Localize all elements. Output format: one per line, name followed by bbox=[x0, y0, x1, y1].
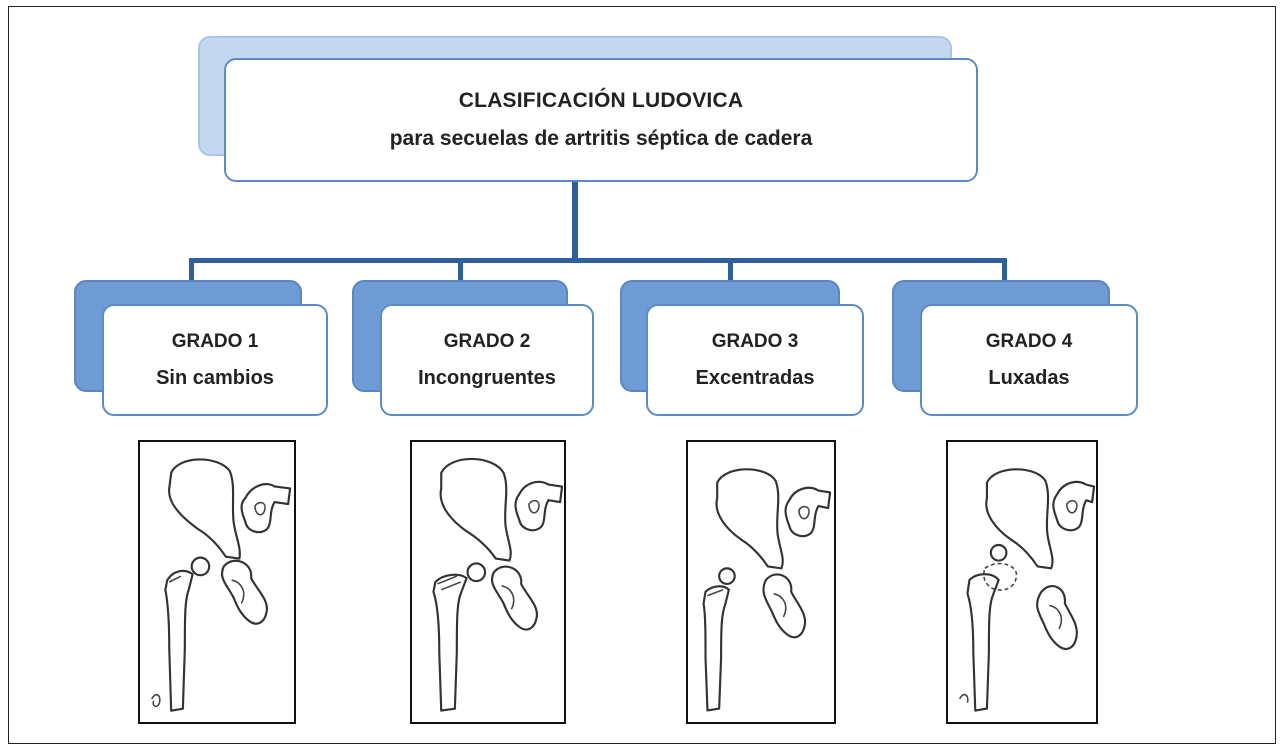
grade-4-description: Luxadas bbox=[988, 366, 1070, 389]
grade-1-hip-illustration bbox=[138, 440, 296, 724]
diagram-subtitle: para secuelas de artritis séptica de cad… bbox=[389, 127, 813, 150]
grade-4-box: GRADO 4 Luxadas bbox=[920, 304, 1138, 416]
grade-3-label: GRADO 3 bbox=[711, 330, 799, 352]
grade-2-box: GRADO 2 Incongruentes bbox=[380, 304, 594, 416]
grade-4-label: GRADO 4 bbox=[985, 330, 1073, 352]
hip-drawing-grade-2 bbox=[432, 457, 564, 712]
connector-grade-3 bbox=[728, 258, 733, 282]
hip-drawing-grade-1 bbox=[150, 458, 292, 712]
grade-2-label: GRADO 2 bbox=[443, 330, 531, 352]
connector-grade-2 bbox=[458, 258, 463, 282]
grade-4-hip-illustration bbox=[946, 440, 1098, 724]
grade-3-box: GRADO 3 Excentradas bbox=[646, 304, 864, 416]
connector-grade-4 bbox=[1002, 258, 1007, 282]
grade-3-hip-illustration bbox=[686, 440, 836, 724]
grade-2-description: Incongruentes bbox=[418, 366, 556, 389]
grade-1-description: Sin cambios bbox=[156, 366, 274, 389]
hip-drawing-grade-4 bbox=[958, 468, 1096, 712]
connector-horizontal bbox=[189, 258, 1007, 263]
grade-1-label: GRADO 1 bbox=[171, 330, 259, 352]
hip-drawing-grade-3 bbox=[702, 468, 832, 712]
grade-2-hip-illustration bbox=[410, 440, 566, 724]
connector-grade-1 bbox=[189, 258, 194, 282]
connector-trunk bbox=[572, 182, 578, 262]
title-box: CLASIFICACIÓN LUDOVICA para secuelas de … bbox=[224, 58, 978, 182]
grade-3-description: Excentradas bbox=[695, 366, 815, 389]
diagram-title: CLASIFICACIÓN LUDOVICA bbox=[458, 89, 744, 112]
grade-1-box: GRADO 1 Sin cambios bbox=[102, 304, 328, 416]
